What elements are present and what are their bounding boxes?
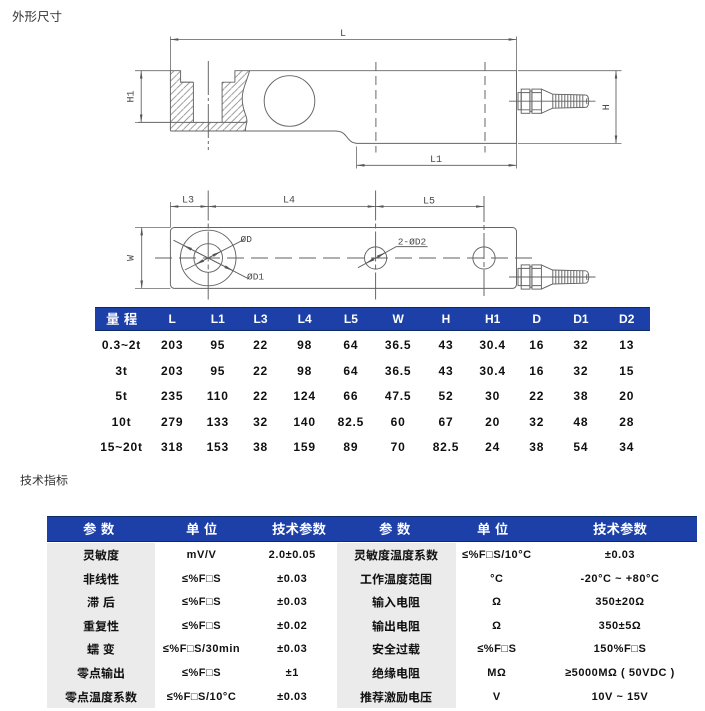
svg-text:ØD: ØD xyxy=(241,234,253,245)
svg-text:W: W xyxy=(127,255,138,261)
svg-text:H: H xyxy=(602,104,613,110)
svg-text:L3: L3 xyxy=(182,195,194,206)
svg-text:H1: H1 xyxy=(127,90,138,102)
svg-text:L1: L1 xyxy=(430,155,442,166)
svg-text:L4: L4 xyxy=(283,195,295,206)
svg-text:L: L xyxy=(340,29,346,40)
svg-text:ØD1: ØD1 xyxy=(247,271,264,282)
svg-text:2-ØD2: 2-ØD2 xyxy=(398,237,427,248)
svg-text:L5: L5 xyxy=(423,196,435,207)
